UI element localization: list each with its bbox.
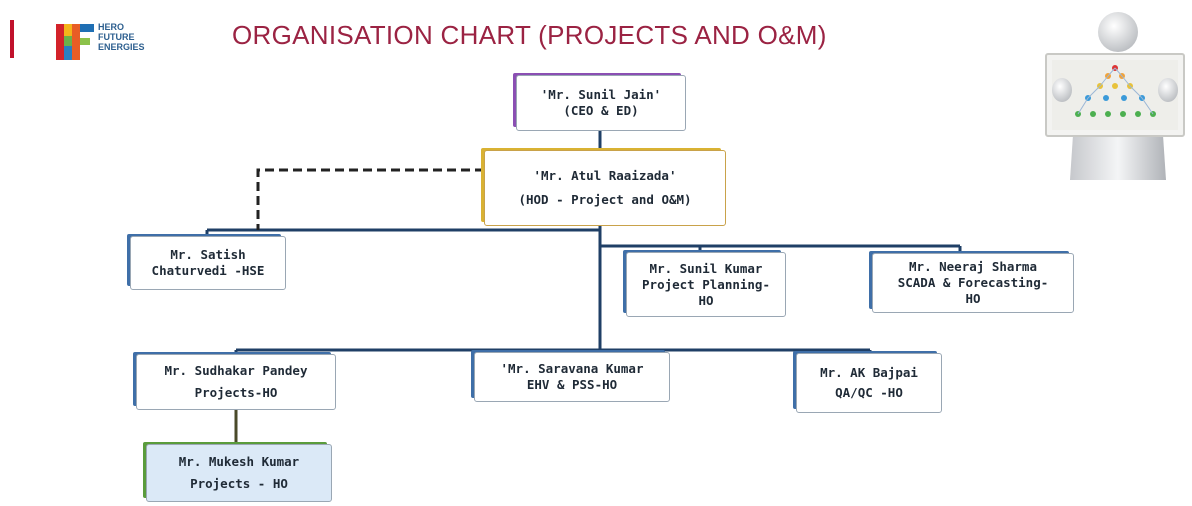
node-bajpai: Mr. AK Bajpai QA/QC -HO (796, 353, 942, 413)
company-logo: HERO FUTURE ENERGIES (54, 20, 174, 64)
node-hod-name: 'Mr. Atul Raaizada' (533, 168, 677, 183)
node-neeraj-line1: Mr. Neeraj Sharma (909, 259, 1037, 274)
node-ceo-name: 'Mr. Sunil Jain' (540, 87, 662, 102)
node-sudhakar-line2: Projects-HO (194, 385, 278, 400)
node-neeraj-line2: SCADA & Forecasting- (897, 275, 1049, 290)
node-ceo: 'Mr. Sunil Jain' (CEO & ED) (516, 75, 686, 131)
node-bajpai-line1: Mr. AK Bajpai (820, 365, 918, 380)
node-ceo-role: (CEO & ED) (563, 103, 639, 118)
node-sunil-kumar-line3: HO (698, 292, 714, 308)
node-mukesh-line2: Projects - HO (190, 476, 288, 491)
logo-line-3: ENERGIES (98, 42, 145, 52)
node-mukesh: Mr. Mukesh Kumar Projects - HO (146, 444, 332, 502)
node-mukesh-line1: Mr. Mukesh Kumar (178, 454, 300, 469)
node-saravana: 'Mr. Saravana Kumar EHV & PSS-HO (474, 352, 670, 402)
node-satish-line2: Chaturvedi -HSE (151, 263, 265, 278)
node-satish-line1: Mr. Satish (170, 247, 246, 262)
node-sudhakar-line1: Mr. Sudhakar Pandey (164, 363, 308, 378)
logo-text: HERO FUTURE ENERGIES (98, 22, 145, 52)
logo-line-1: HERO (98, 22, 125, 32)
node-hod: 'Mr. Atul Raaizada' (HOD - Project and O… (484, 150, 726, 226)
node-sunil-kumar: Mr. Sunil Kumar Project Planning- HO (626, 252, 786, 317)
logo-mark-icon (56, 24, 94, 60)
accent-bar (10, 20, 14, 58)
hse-dotted-line (256, 168, 484, 230)
node-saravana-line2: EHV & PSS-HO (526, 377, 618, 392)
presenter-figure-icon (1045, 12, 1185, 180)
logo-line-2: FUTURE (98, 32, 135, 42)
node-sudhakar: Mr. Sudhakar Pandey Projects-HO (136, 354, 336, 410)
node-hod-role: (HOD - Project and O&M) (518, 192, 692, 207)
node-satish: Mr. Satish Chaturvedi -HSE (130, 236, 286, 290)
node-neeraj: Mr. Neeraj Sharma SCADA & Forecasting- H… (872, 253, 1074, 313)
page-title: ORGANISATION CHART (PROJECTS AND O&M) (232, 20, 827, 50)
node-sunil-kumar-line1: Mr. Sunil Kumar (649, 260, 763, 276)
node-saravana-line1: 'Mr. Saravana Kumar (500, 361, 644, 376)
node-bajpai-line2: QA/QC -HO (835, 385, 903, 400)
node-neeraj-line3: HO (965, 291, 981, 306)
node-sunil-kumar-line2: Project Planning- (642, 276, 770, 292)
